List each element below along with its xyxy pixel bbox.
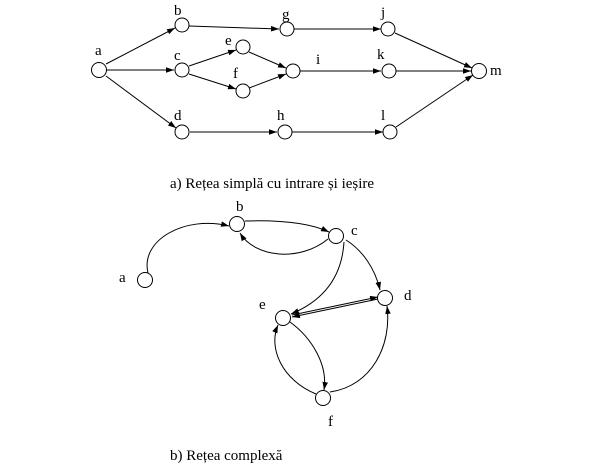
- node-b: [229, 216, 245, 232]
- node-f: [315, 390, 331, 406]
- edge-c-f: [188, 73, 237, 90]
- label-c: c: [174, 48, 181, 64]
- caption-b: b) Rețea complexă: [170, 448, 283, 464]
- edge-b-c: [244, 220, 330, 233]
- label-c: c: [351, 223, 358, 239]
- node-l: [382, 124, 398, 140]
- label-a: a: [95, 43, 102, 59]
- label-g: g: [282, 7, 290, 23]
- node-e: [275, 310, 291, 326]
- label-e: e: [259, 297, 266, 313]
- node-f: [235, 83, 251, 99]
- edge-a-b: [105, 27, 176, 65]
- caption-a: a) Rețea simplă cu intrare și ieșire: [170, 176, 374, 192]
- label-l: l: [381, 108, 385, 124]
- node-j: [380, 21, 396, 37]
- node-g: [279, 21, 295, 37]
- label-i: i: [316, 52, 320, 68]
- edge-d-e: [291, 298, 379, 319]
- label-f: f: [328, 414, 333, 430]
- label-j: j: [380, 5, 385, 21]
- label-h: h: [277, 108, 285, 124]
- label-k: k: [377, 47, 385, 63]
- edge-c-b: [239, 232, 329, 255]
- node-d: [377, 290, 393, 306]
- label-b: b: [236, 199, 244, 215]
- edge-l-m: [395, 74, 474, 128]
- edge-f-i: [248, 73, 287, 89]
- edge-f-e: [272, 324, 317, 395]
- node-k: [381, 63, 397, 79]
- label-f: f: [233, 66, 238, 82]
- label-d: d: [174, 108, 182, 124]
- node-h: [277, 124, 293, 140]
- edge-j-m: [394, 32, 473, 69]
- edge-a-d: [105, 75, 177, 129]
- label-m: m: [490, 63, 502, 79]
- node-i: [285, 63, 301, 79]
- edge-e-d: [291, 295, 379, 316]
- diagram-a: a b c d e f g h i j k l m a) Rețea simpl…: [91, 3, 502, 192]
- label-a: a: [119, 270, 126, 286]
- node-d: [174, 124, 190, 140]
- node-b: [174, 17, 190, 33]
- edge-c-e: [290, 241, 345, 315]
- edge-e-i: [248, 51, 287, 69]
- diagram-b: a b c d e f b) Rețea complexă: [119, 199, 412, 464]
- edge-c-e: [188, 49, 237, 67]
- node-a: [91, 62, 107, 78]
- edge-e-f: [289, 321, 329, 391]
- edge-f-d: [329, 305, 391, 393]
- label-b: b: [174, 3, 182, 19]
- node-e: [235, 39, 251, 55]
- edge-a-b: [146, 221, 230, 274]
- node-m: [471, 63, 487, 79]
- label-d: d: [404, 288, 412, 304]
- edge-b-g: [188, 25, 280, 32]
- node-a: [137, 272, 153, 288]
- node-c: [328, 228, 344, 244]
- label-e: e: [225, 33, 232, 49]
- node-c: [174, 62, 190, 78]
- edge-c-d: [345, 239, 381, 291]
